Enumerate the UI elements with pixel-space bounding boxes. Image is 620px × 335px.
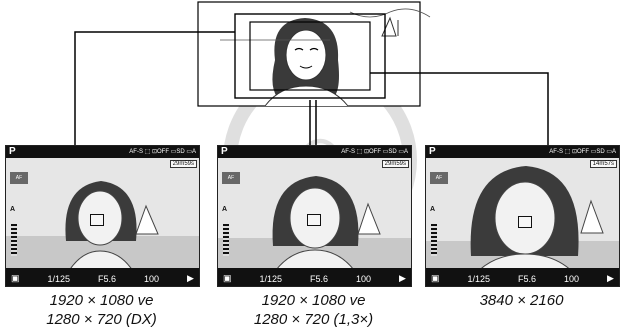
movie-icon: ▶ [187, 273, 194, 284]
top-status-text: AF-S ⬚ ⊡OFF ▭SD ▭A [341, 147, 408, 157]
metering-icon: ▣ [223, 273, 232, 284]
sound-level-meter [223, 224, 229, 256]
monitor-screen-13x: P AF-S ⬚ ⊡OFF ▭SD ▭A 29m59s AF A ▣ 1/125… [217, 145, 412, 287]
shutter-speed: 1/125 [260, 274, 283, 284]
caption-dx: 1920 × 1080 ve 1280 × 720 (DX) [5, 291, 198, 329]
metering-icon: ▣ [11, 273, 20, 284]
connector-lines [0, 0, 620, 160]
side-label: A [10, 206, 15, 213]
focus-point [518, 216, 532, 228]
aperture-value: F5.6 [518, 274, 536, 284]
side-label: A [222, 206, 227, 213]
iso-value: 100 [356, 274, 371, 284]
metering-icon: ▣ [431, 273, 440, 284]
movie-icon: ▶ [607, 273, 614, 284]
caption-4k: 3840 × 2160 [425, 291, 618, 310]
caption-line-2: 1280 × 720 (DX) [5, 310, 198, 329]
sound-level-meter [431, 224, 437, 256]
side-label: A [430, 206, 435, 213]
caption-line-1: 1920 × 1080 ve [217, 291, 410, 310]
aperture-value: F5.6 [310, 274, 328, 284]
af-mode-indicator: AF [430, 172, 448, 184]
top-status-text: AF-S ⬚ ⊡OFF ▭SD ▭A [549, 147, 616, 157]
af-mode-indicator: AF [10, 172, 28, 184]
caption-line-2: 1280 × 720 (1,3×) [217, 310, 410, 329]
monitor-screen-4k: P AF-S ⬚ ⊡OFF ▭SD ▭A 14m57s AF A ▣ 1/125… [425, 145, 620, 287]
af-mode-indicator: AF [222, 172, 240, 184]
caption-13x: 1920 × 1080 ve 1280 × 720 (1,3×) [217, 291, 410, 329]
movie-icon: ▶ [399, 273, 406, 284]
caption-line-1: 3840 × 2160 [425, 291, 618, 310]
recording-time: 29m59s [170, 160, 197, 168]
focus-point [90, 214, 104, 226]
shooting-mode: P [9, 146, 16, 158]
shooting-mode: P [221, 146, 228, 158]
caption-line-1: 1920 × 1080 ve [5, 291, 198, 310]
recording-time: 14m57s [590, 160, 617, 168]
focus-point [307, 214, 321, 226]
exposure-info: ▣ 1/125 F5.6 100 ▶ [426, 273, 619, 284]
sound-level-meter [11, 224, 17, 256]
monitor-screen-dx: P AF-S ⬚ ⊡OFF ▭SD ▭A 29m59s AF A ▣ 1/125… [5, 145, 200, 287]
shutter-speed: 1/125 [468, 274, 491, 284]
exposure-info: ▣ 1/125 F5.6 100 ▶ [218, 273, 411, 284]
top-status-text: AF-S ⬚ ⊡OFF ▭SD ▭A [129, 147, 196, 157]
shutter-speed: 1/125 [48, 274, 71, 284]
iso-value: 100 [564, 274, 579, 284]
iso-value: 100 [144, 274, 159, 284]
recording-time: 29m59s [382, 160, 409, 168]
aperture-value: F5.6 [98, 274, 116, 284]
shooting-mode: P [429, 146, 436, 158]
exposure-info: ▣ 1/125 F5.6 100 ▶ [6, 273, 199, 284]
